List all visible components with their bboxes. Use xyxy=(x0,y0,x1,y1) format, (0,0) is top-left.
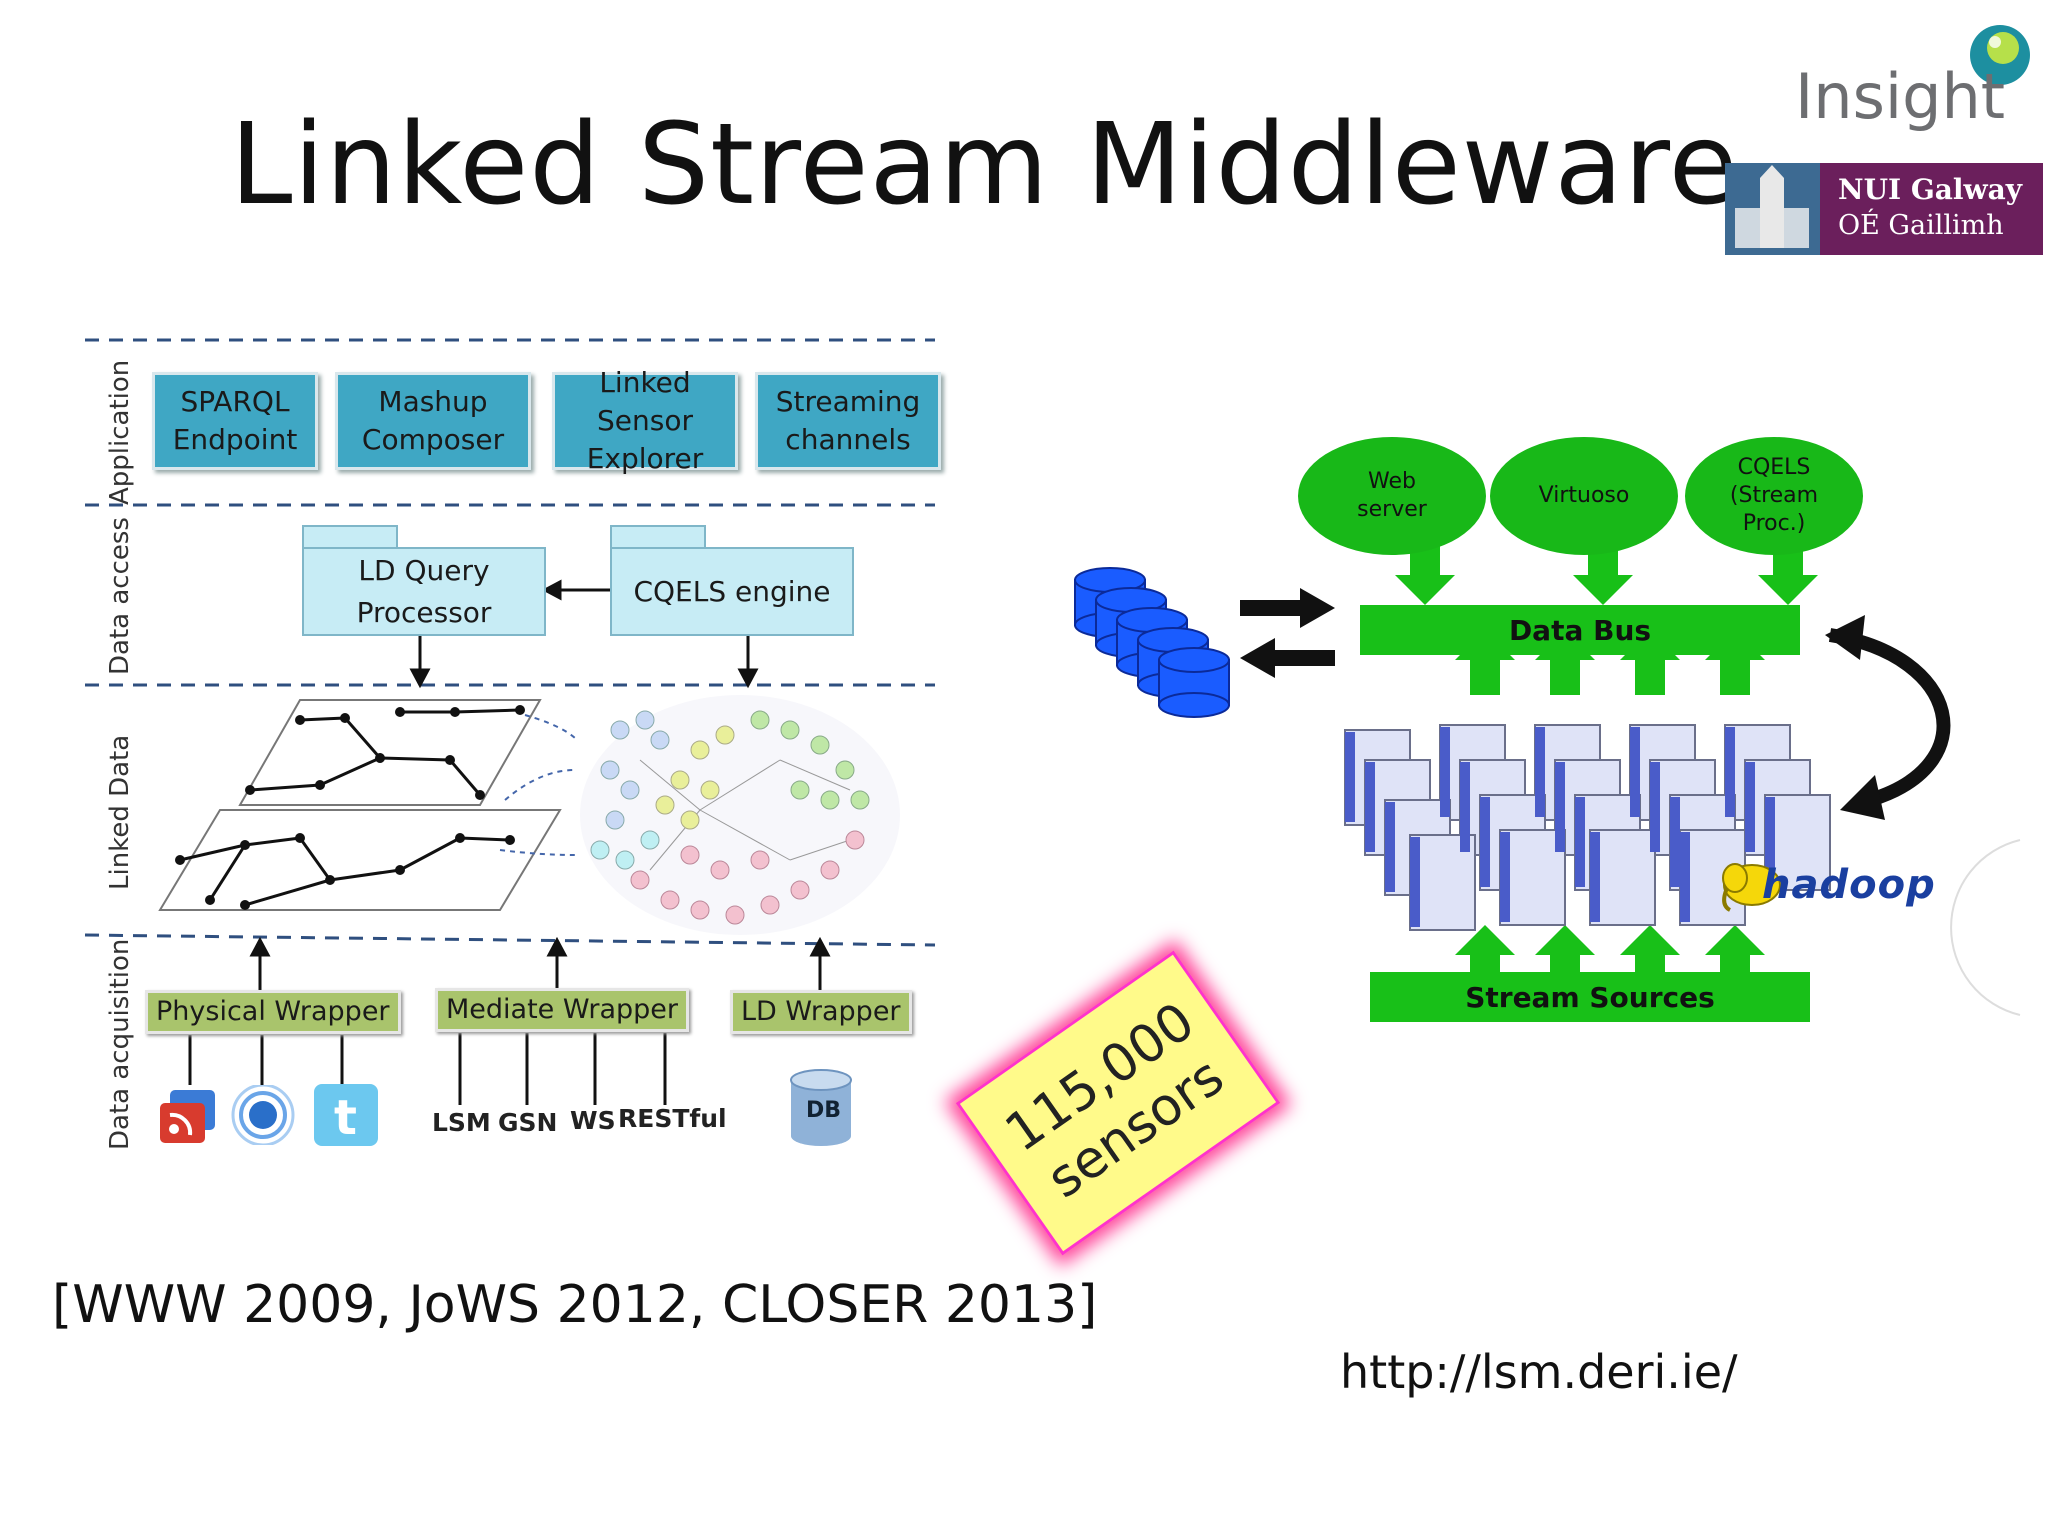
cqels-engine-box: CQELS engine xyxy=(610,547,854,636)
ld-query-folder-tab xyxy=(302,525,398,549)
citation-text: [WWW 2009, JoWS 2012, CLOSER 2013] xyxy=(52,1275,1098,1335)
database-label: DB xyxy=(806,1098,842,1123)
database-stack-icon xyxy=(1074,567,1230,718)
nui-logo-line1: NUI Galway xyxy=(1838,173,2023,206)
stream-sources-bar: Stream Sources xyxy=(1370,972,1810,1022)
nui-logo-line2: OÉ Gaillimh xyxy=(1838,210,2004,241)
source-restful: RESTful xyxy=(618,1104,727,1133)
ld-wrapper-box: LD Wrapper xyxy=(730,990,912,1034)
layer-label-data-access: Data access xyxy=(105,517,135,675)
hadoop-logo-text: hadoop xyxy=(1762,862,1936,908)
nui-crest-icon xyxy=(1725,163,1820,255)
layer-label-application: Application xyxy=(105,359,135,505)
project-url[interactable]: http://lsm.deri.ie/ xyxy=(1340,1345,1738,1399)
source-ws: WS xyxy=(570,1106,616,1135)
insight-globe-icon xyxy=(1970,25,2030,85)
source-gsn: GSN xyxy=(498,1108,558,1137)
data-bus-bar: Data Bus xyxy=(1360,605,1800,655)
svg-text:t: t xyxy=(334,1090,357,1146)
linked-data-cloud xyxy=(580,695,900,935)
layer-label-data-acquisition: Data acquisition xyxy=(105,938,135,1150)
sensor-signal-icon xyxy=(231,1085,295,1145)
cqels-folder-tab xyxy=(610,525,706,549)
hadoop-elephant-icon xyxy=(1722,863,1781,912)
insight-logo-text: Insight xyxy=(1795,60,2006,133)
slide-title: Linked Stream Middleware xyxy=(230,100,1739,230)
layer-label-linked-data: Linked Data xyxy=(105,734,135,890)
twitter-icon: t xyxy=(314,1084,378,1146)
rss-feed-icon xyxy=(160,1090,215,1143)
architecture-lines xyxy=(84,338,936,1105)
nui-galway-logo: NUI Galway OÉ Gaillimh xyxy=(1725,163,2043,255)
mediate-wrapper-box: Mediate Wrapper xyxy=(435,988,689,1032)
cluster-diagram xyxy=(1074,535,2021,1016)
virtuoso-node: Virtuoso xyxy=(1490,437,1678,555)
source-lsm: LSM xyxy=(432,1108,491,1137)
database-icon xyxy=(790,1069,852,1146)
physical-wrapper-box: Physical Wrapper xyxy=(145,990,401,1034)
